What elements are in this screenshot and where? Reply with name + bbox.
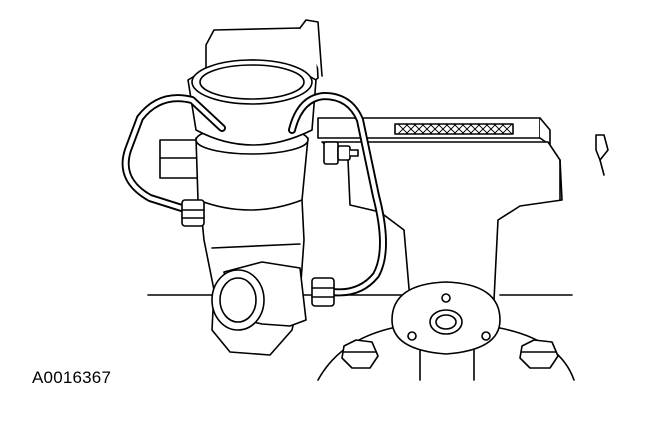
- hex-bolt-right: [519, 339, 559, 369]
- cylinder-clamp: [187, 59, 317, 211]
- knurl-band: [397, 123, 513, 135]
- flange-hub: [391, 281, 501, 381]
- hydraulic-tube: [121, 92, 387, 297]
- right-clamp-fitting: [323, 141, 359, 165]
- figure-id-label: A0016367: [32, 368, 112, 387]
- tube-nut-right: [311, 277, 335, 307]
- left-bracket: [159, 139, 201, 179]
- lower-fitting-block: [211, 261, 307, 331]
- hex-bolt-left: [341, 339, 379, 369]
- tube-nut-left: [181, 199, 205, 227]
- right-rail: [317, 117, 609, 301]
